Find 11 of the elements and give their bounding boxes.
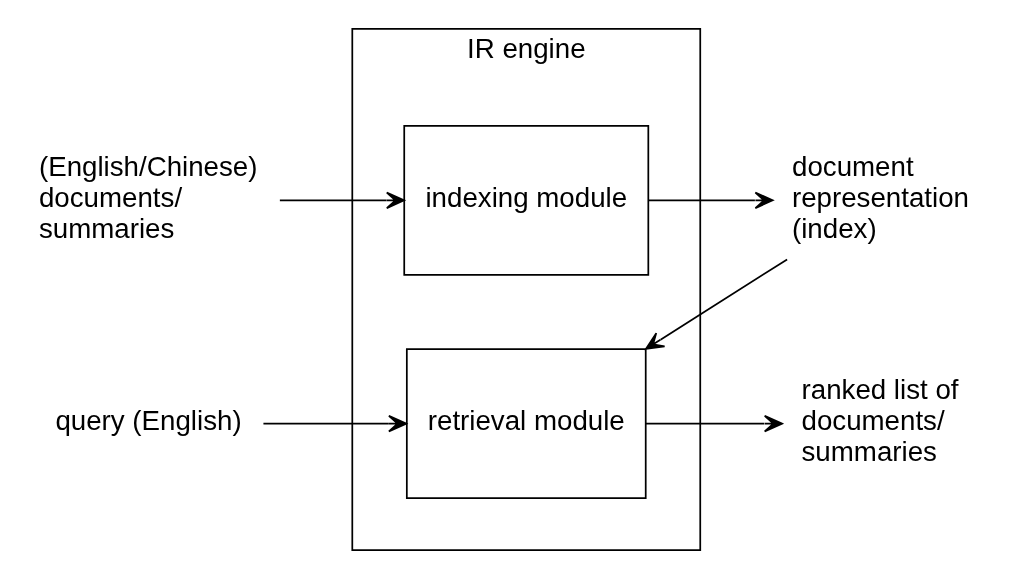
arrow: [647, 191, 774, 209]
node-box: retrieval module: [405, 348, 647, 499]
arrow: [278, 191, 405, 209]
node-text: ranked list of documents/ summaries: [801, 374, 958, 468]
arrow: [262, 415, 407, 433]
node-text: (English/Chinese) documents/ summaries: [38, 150, 257, 245]
node-text: query (English): [54, 405, 242, 437]
node-box: indexing module: [402, 125, 649, 276]
node-text: document representation (index): [791, 150, 969, 245]
arrow: [644, 415, 783, 433]
arrow: [644, 258, 788, 350]
